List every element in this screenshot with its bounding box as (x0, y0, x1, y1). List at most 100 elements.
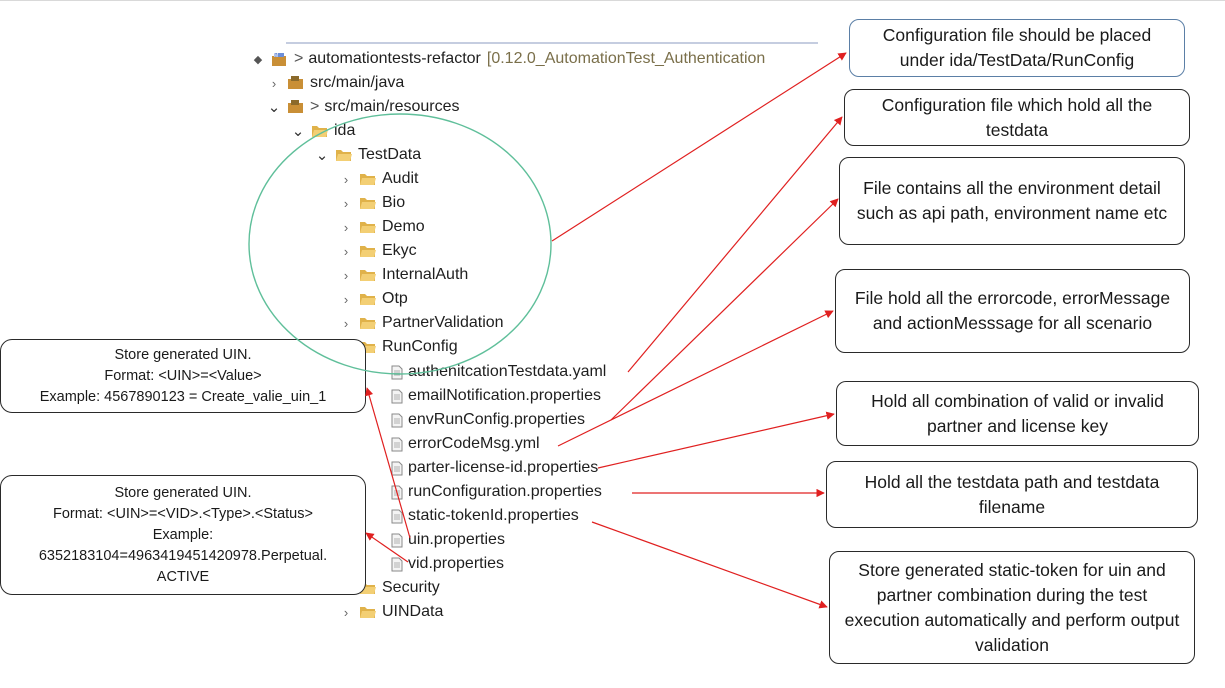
package-folder-icon (287, 76, 305, 90)
file-label: envRunConfig.properties (408, 411, 585, 428)
tree-row-src-main-resources[interactable]: ⌄ > src/main/resources (267, 98, 460, 116)
file-icon (391, 461, 403, 476)
project-name: automationtests-refactor (308, 50, 481, 67)
tree-label: ida (334, 122, 356, 139)
tree-label: UINData (382, 603, 444, 620)
pin-icon: ◆ (253, 53, 263, 66)
callout-error-codes: File hold all the errorcode, errorMessag… (835, 269, 1190, 353)
tree-row-project[interactable]: ◆ M > automationtests-refactor [0.12.0_A… (250, 47, 766, 71)
chevron-right-icon[interactable]: › (343, 243, 349, 259)
folder-icon (359, 605, 377, 619)
folder-icon (359, 172, 377, 186)
svg-text:M: M (274, 53, 278, 59)
file-icon (391, 413, 403, 428)
tree-row-folder-internalauth[interactable]: › InternalAuth (338, 263, 468, 287)
tree-row-file[interactable]: uin.properties (386, 528, 505, 552)
arrow-env-config (610, 198, 839, 421)
folder-icon (359, 244, 377, 258)
folder-open-icon (335, 148, 353, 162)
callout-text: Configuration file should be placed unde… (882, 25, 1152, 70)
tree-label: RunConfig (382, 338, 458, 355)
folder-icon (359, 196, 377, 210)
file-label: errorCodeMsg.yml (408, 435, 540, 452)
folder-icon (359, 292, 377, 306)
file-label: uin.properties (408, 531, 505, 548)
folder-open-icon (311, 124, 329, 138)
file-icon (391, 509, 403, 524)
file-label: parter-license-id.properties (408, 459, 599, 476)
file-label: runConfiguration.properties (408, 483, 602, 500)
file-label: authenitcationTestdata.yaml (408, 363, 607, 380)
chevron-right-icon[interactable]: › (343, 267, 349, 283)
arrow-config-location (551, 52, 847, 242)
callout-testdata-file: Configuration file which hold all the te… (844, 89, 1190, 146)
note-uin-properties: Store generated UIN. Format: <UIN>=<Valu… (0, 339, 366, 413)
tree-row-folder-audit[interactable]: › Audit (338, 167, 419, 191)
file-label: vid.properties (408, 555, 505, 572)
tree-row-testdata[interactable]: ⌄ TestData (314, 143, 421, 167)
tree-row-folder-ekyc[interactable]: › Ekyc (338, 239, 417, 263)
tree-label: src/main/resources (324, 98, 460, 115)
tree-label: Demo (382, 218, 425, 235)
tree-row-file[interactable]: static-tokenId.properties (386, 504, 579, 528)
tree-label: Otp (382, 290, 408, 307)
project-branch-tag: [0.12.0_AutomationTest_Authentication (486, 50, 766, 67)
arrow-testdata-file (627, 116, 843, 373)
tree-label: TestData (358, 146, 422, 163)
chevron-right-icon[interactable]: › (271, 75, 277, 91)
note-vid-properties: Store generated UIN. Format: <UIN>=<VID>… (0, 475, 366, 595)
chevron-right-icon[interactable]: › (343, 291, 349, 307)
tree-row-folder-bio[interactable]: › Bio (338, 191, 405, 215)
chevron-right-icon[interactable]: › (343, 604, 349, 620)
tree-label: Security (382, 579, 440, 596)
callout-run-configuration: Hold all the testdata path and testdata … (826, 461, 1198, 528)
tree-row-folder-otp[interactable]: › Otp (338, 287, 408, 311)
chevron-down-icon[interactable]: ⌄ (291, 123, 305, 140)
folder-icon (359, 220, 377, 234)
tree-label: InternalAuth (382, 266, 469, 283)
chevron-right-icon[interactable]: › (343, 315, 349, 331)
tree-row-folder-uindata[interactable]: › UINData (338, 600, 444, 624)
file-icon (391, 485, 403, 500)
tree-row-file[interactable]: parter-license-id.properties (386, 456, 598, 480)
file-icon (391, 389, 403, 404)
callout-text: File hold all the errorcode, errorMessag… (854, 288, 1171, 333)
tree-row-file[interactable]: errorCodeMsg.yml (386, 432, 540, 456)
folder-icon (359, 268, 377, 282)
callout-config-location: Configuration file should be placed unde… (849, 19, 1185, 77)
tree-row-file[interactable]: vid.properties (386, 552, 504, 576)
callout-text: Store generated static-token for uin and… (844, 559, 1180, 655)
arrow-partner-license (597, 411, 835, 469)
tree-label: PartnerValidation (382, 314, 504, 331)
folder-icon (359, 316, 377, 330)
tree-row-ida[interactable]: ⌄ ida (290, 119, 356, 143)
package-folder-icon (287, 100, 305, 114)
tree-row-folder-demo[interactable]: › Demo (338, 215, 425, 239)
chevron-right-icon[interactable]: › (343, 195, 349, 211)
chevron-down-icon[interactable]: ⌄ (315, 147, 329, 164)
callout-text: File contains all the environment detail… (856, 178, 1168, 223)
chevron-right-icon[interactable]: › (343, 219, 349, 235)
file-icon (391, 533, 403, 548)
tree-label: src/main/java (310, 74, 405, 91)
tree-row-file[interactable]: authenitcationTestdata.yaml (386, 360, 606, 384)
tree-label: Bio (382, 194, 406, 211)
chevron-down-icon[interactable]: ⌄ (267, 99, 281, 116)
callout-text: Configuration file which hold all the te… (881, 94, 1153, 140)
arrow-static-token (591, 521, 828, 609)
tree-row-src-main-java[interactable]: › src/main/java (266, 71, 404, 95)
tree-row-file[interactable]: runConfiguration.properties (386, 480, 602, 504)
callout-static-token: Store generated static-token for uin and… (829, 551, 1195, 664)
tree-row-file[interactable]: envRunConfig.properties (386, 408, 585, 432)
tree-label: Ekyc (382, 242, 417, 259)
file-icon (391, 557, 403, 572)
file-icon (391, 365, 403, 380)
top-border (0, 0, 1225, 1)
tree-row-folder-partnervalidation[interactable]: › PartnerValidation (338, 311, 504, 335)
file-label: emailNotification.properties (408, 387, 601, 404)
file-icon (391, 437, 403, 452)
tree-row-file[interactable]: emailNotification.properties (386, 384, 601, 408)
chevron-right-icon[interactable]: › (343, 171, 349, 187)
callout-text: Hold all the testdata path and testdata … (864, 471, 1160, 517)
callout-text: Hold all combination of valid or invalid… (871, 390, 1164, 436)
